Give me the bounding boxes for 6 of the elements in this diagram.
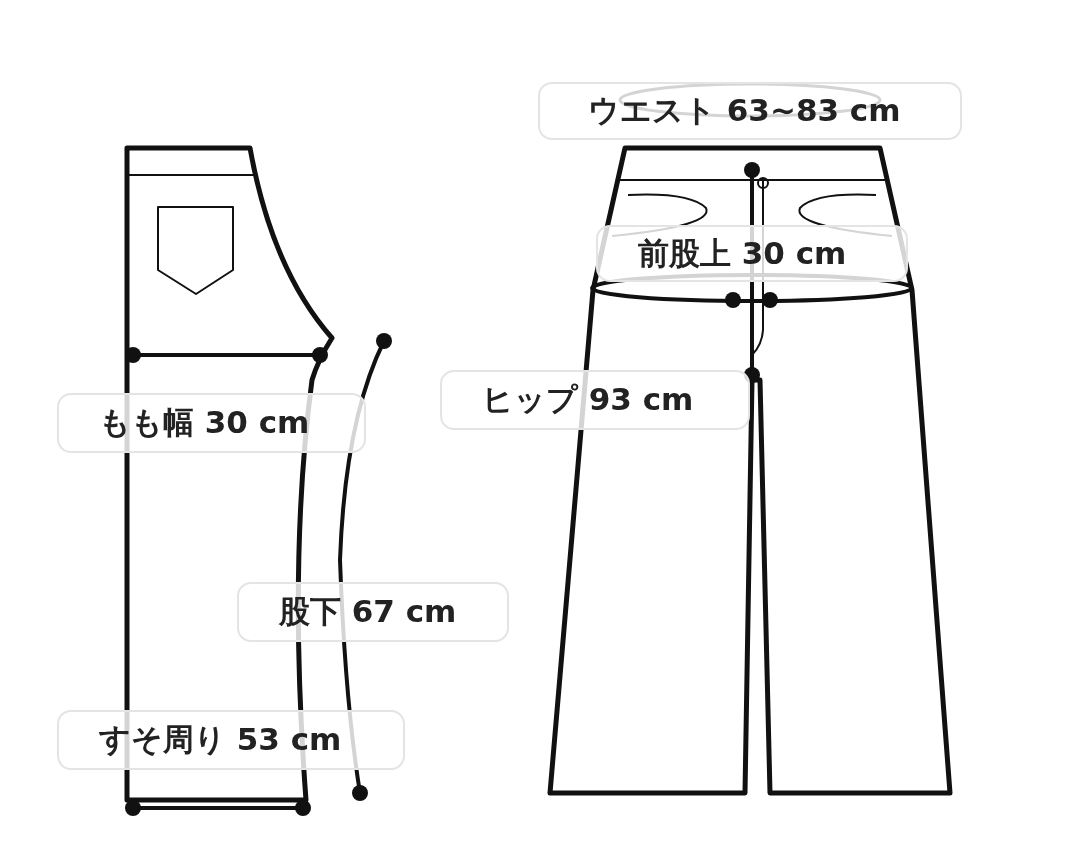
measurement-label: すそ周り 53 cm xyxy=(57,710,405,770)
measurement-label: 前股上 30 cm xyxy=(596,225,908,282)
measurement-label: もも幅 30 cm xyxy=(57,393,366,453)
measurement-label: ウエスト 63~83 cm xyxy=(538,82,962,140)
measurement-label: 股下 67 cm xyxy=(237,582,509,642)
measurement-label: ヒップ 93 cm xyxy=(440,370,750,430)
